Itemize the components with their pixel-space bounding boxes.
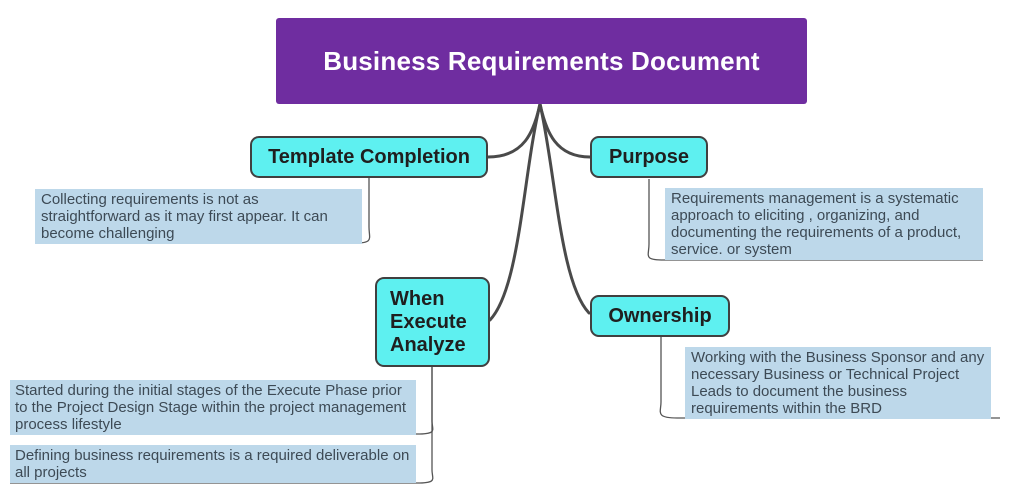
- topic-label-when-execute-analyze: When Execute Analyze: [390, 287, 467, 356]
- root-title: Business Requirements Document: [323, 45, 760, 76]
- topic-label-purpose: Purpose: [608, 145, 690, 168]
- node-business-requirements-document[interactable]: Business Requirements Document: [276, 18, 807, 104]
- node-purpose[interactable]: Purpose: [590, 136, 708, 178]
- connector-root-to-ownership: [538, 102, 591, 315]
- topic-label-ownership: Ownership: [608, 304, 712, 327]
- connector-root-to-purpose: [538, 102, 592, 159]
- note-when-execute-analyze-2[interactable]: Defining business requirements is a requ…: [10, 445, 416, 483]
- node-when-execute-analyze[interactable]: When Execute Analyze: [375, 277, 490, 367]
- connector-root-to-template-completion: [486, 102, 542, 159]
- note-ownership[interactable]: Working with the Business Sponsor and an…: [685, 347, 991, 419]
- note-template-completion[interactable]: Collecting requirements is not as straig…: [35, 189, 362, 244]
- connector-root-to-when-execute-analyze: [488, 102, 542, 322]
- note-purpose[interactable]: Requirements management is a systematic …: [665, 188, 983, 260]
- node-template-completion[interactable]: Template Completion: [250, 136, 488, 178]
- note-when-execute-analyze-1[interactable]: Started during the initial stages of the…: [10, 380, 416, 435]
- topic-label-template-completion: Template Completion: [268, 145, 470, 168]
- node-ownership[interactable]: Ownership: [590, 295, 730, 337]
